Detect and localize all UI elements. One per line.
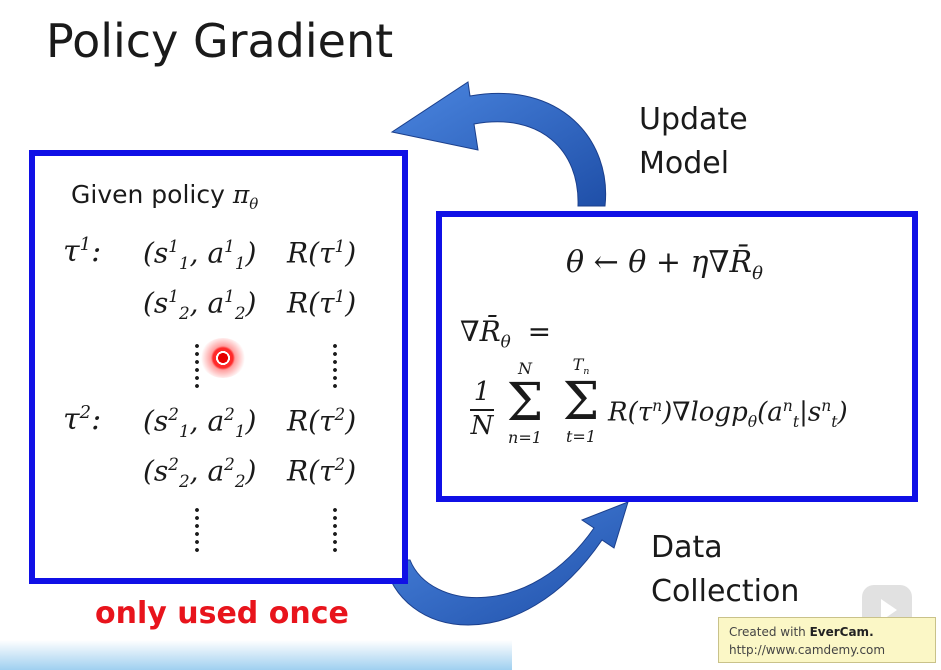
reward-term: R(τ1) [287, 286, 357, 320]
sum-over-t: Tn Σ t=1 [562, 355, 600, 447]
sampled-trajectories-box: Given policy πθ τ1: (s11, a11) R(τ1) (s1… [29, 150, 408, 584]
trajectory-1-label: τ1: [63, 234, 102, 269]
state-action-pair: (s11, a11) [143, 236, 257, 273]
vertical-ellipsis [195, 342, 199, 392]
data-collection-label: Data Collection [651, 530, 800, 609]
laser-pointer-icon [200, 338, 246, 378]
state-action-pair: (s22, a22) [143, 454, 257, 491]
update-model-label: Update Model [639, 102, 748, 181]
vertical-ellipsis [333, 506, 337, 556]
state-action-pair: (s12, a12) [143, 286, 257, 323]
gradient-lhs: ∇R̄θ = [460, 315, 552, 352]
fraction-1-over-n: 1 N [470, 377, 494, 441]
only-used-once-note: only used once [95, 596, 349, 631]
slide-title: Policy Gradient [46, 14, 394, 68]
trajectory-2-label: τ2: [63, 402, 102, 437]
data-arrow [383, 501, 629, 626]
vertical-ellipsis [195, 506, 199, 556]
evercam-watermark: Created with EverCam. http://www.camdemy… [718, 617, 936, 663]
vertical-ellipsis [333, 342, 337, 392]
sum-over-n: N Σ n=1 [506, 359, 544, 447]
reward-term: R(τ1) [287, 236, 357, 270]
update-rule: θ ← θ + η∇R̄θ [566, 245, 763, 284]
summand: R(τn)∇logpθ(ant|snt) [608, 397, 848, 431]
given-policy-label: Given policy πθ [71, 180, 259, 213]
update-arrow [390, 81, 607, 207]
reward-term: R(τ2) [287, 404, 357, 438]
state-action-pair: (s21, a21) [143, 404, 257, 441]
update-equation-box: θ ← θ + η∇R̄θ ∇R̄θ = 1 N N Σ n=1 Tn Σ t=… [436, 211, 918, 502]
reward-term: R(τ2) [287, 454, 357, 488]
bottom-decoration [0, 640, 512, 670]
